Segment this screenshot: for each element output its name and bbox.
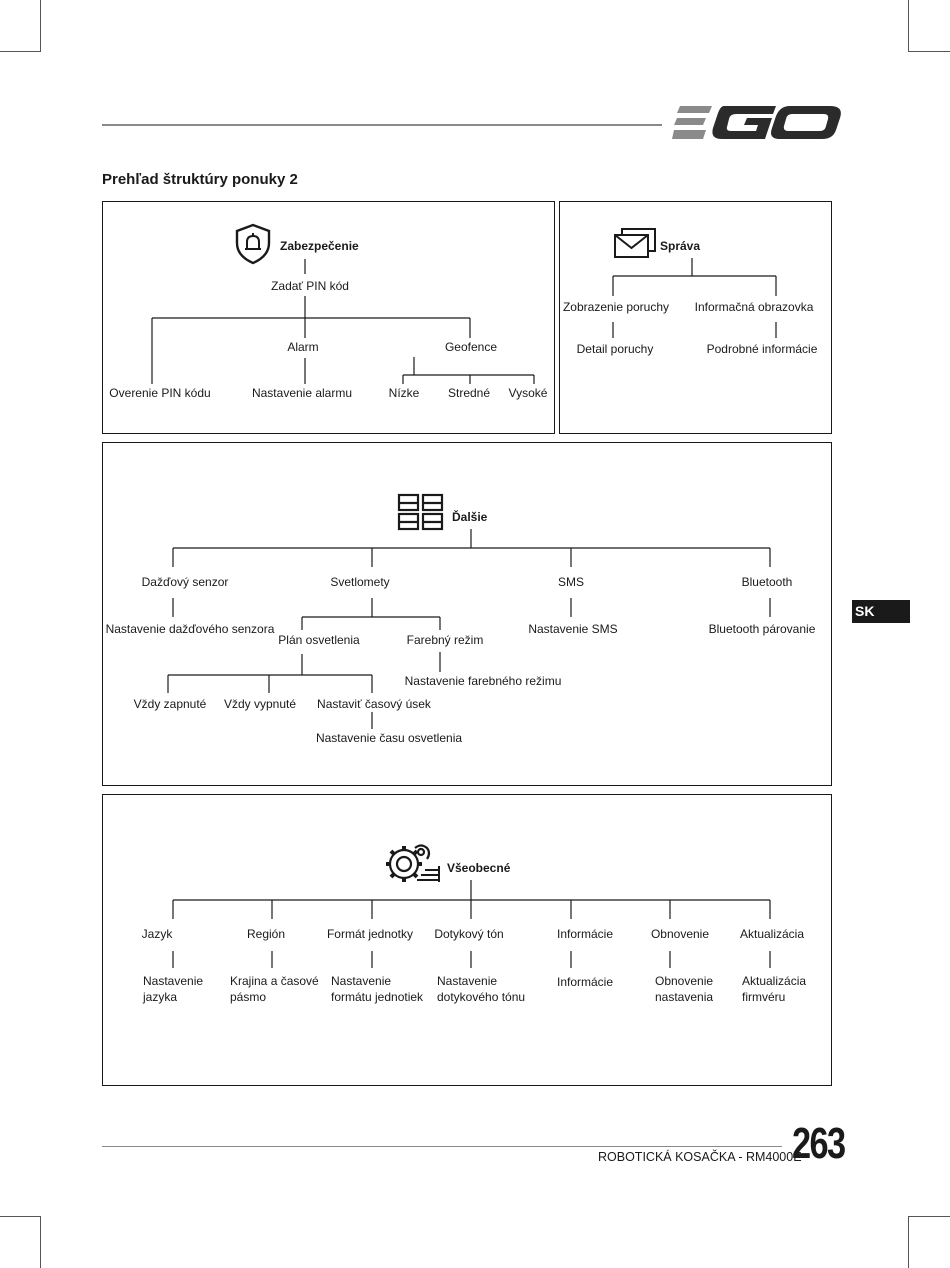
rain-sensor-setting-item: Nastavenie dažďového senzora (105, 622, 275, 636)
region-setting-item: Krajina a časové pásmo (230, 974, 319, 1004)
color-mode-setting-item: Nastavenie farebného režimu (404, 674, 562, 688)
security-title: Zabezpečenie (280, 239, 359, 253)
info-screen-item: Informačná obrazovka (694, 300, 814, 314)
geofence-high-item: Vysoké (508, 386, 548, 400)
color-mode-item: Farebný režim (406, 633, 484, 647)
sms-item: SMS (557, 575, 585, 589)
messages-title: Správa (660, 239, 701, 253)
update-firmware-item: Aktualizácia firmvéru (742, 974, 807, 1004)
crop-mark (908, 0, 909, 52)
always-on-item: Vždy zapnuté (133, 697, 207, 711)
unit-format-setting-item: Nastavenie formátu jednotiek (331, 974, 424, 1004)
geofence-low-item: Nízke (388, 386, 420, 400)
general-box (102, 794, 832, 1086)
footer-rule (102, 1146, 782, 1148)
messages-box (559, 201, 832, 434)
info-sub-item: Informácie (556, 975, 614, 989)
crop-mark (908, 1216, 909, 1268)
light-time-setting-item: Nastavenie času osvetlenia (315, 731, 463, 745)
bluetooth-pairing-item: Bluetooth párovanie (708, 622, 816, 636)
header-rule (102, 124, 662, 126)
update-item: Aktualizácia (739, 927, 805, 941)
sms-setting-item: Nastavenie SMS (528, 622, 618, 636)
grid-icon (397, 493, 444, 531)
unit-format-item: Formát jednotky (326, 927, 414, 941)
verify-pin-item: Overenie PIN kódu (109, 386, 211, 400)
more-title: Ďalšie (452, 510, 488, 524)
language-item: Jazyk (141, 927, 173, 941)
set-time-slot-item: Nastaviť časový úsek (317, 697, 431, 711)
crop-mark (908, 1216, 950, 1217)
page-number: 263 (792, 1119, 846, 1168)
touch-tone-item: Dotykový tón (434, 927, 504, 941)
always-off-item: Vždy vypnuté (223, 697, 297, 711)
shield-bell-icon (235, 223, 271, 265)
crop-mark (0, 51, 40, 52)
crop-mark (0, 1216, 40, 1217)
ego-logo (672, 106, 841, 139)
region-item: Región (246, 927, 286, 941)
crop-mark (40, 0, 41, 52)
security-box (102, 201, 555, 434)
rain-sensor-item: Dažďový senzor (141, 575, 229, 589)
reset-item: Obnovenie (650, 927, 710, 941)
envelope-icon (614, 228, 656, 258)
page-title: Prehľad štruktúry ponuky 2 (102, 171, 298, 188)
gears-icon (386, 844, 440, 882)
info-detail-item: Podrobné informácie (706, 342, 818, 356)
footer-product: ROBOTICKÁ KOSAČKA - RM4000E (598, 1150, 802, 1164)
general-title: Všeobecné (447, 861, 511, 875)
more-box (102, 442, 832, 786)
touch-tone-setting-item: Nastavenie dotykového tónu (437, 974, 526, 1004)
alarm-item: Alarm (287, 340, 319, 354)
info-item: Informácie (556, 927, 614, 941)
bluetooth-item: Bluetooth (741, 575, 793, 589)
fault-display-item: Zobrazenie poruchy (562, 300, 670, 314)
headlights-item: Svetlomety (330, 575, 390, 589)
enter-pin-item: Zadať PIN kód (271, 279, 349, 293)
reset-setting-item: Obnovenie nastavenia (655, 974, 714, 1004)
language-setting-item: Nastavenie jazyka (143, 974, 204, 1004)
crop-mark (908, 51, 950, 52)
geofence-medium-item: Stredné (447, 386, 491, 400)
fault-detail-item: Detail poruchy (576, 342, 654, 356)
light-plan-item: Plán osvetlenia (278, 633, 360, 647)
crop-mark (40, 1216, 41, 1268)
language-tab: SK (852, 600, 910, 623)
alarm-setting-item: Nastavenie alarmu (251, 386, 353, 400)
geofence-item: Geofence (444, 340, 498, 354)
